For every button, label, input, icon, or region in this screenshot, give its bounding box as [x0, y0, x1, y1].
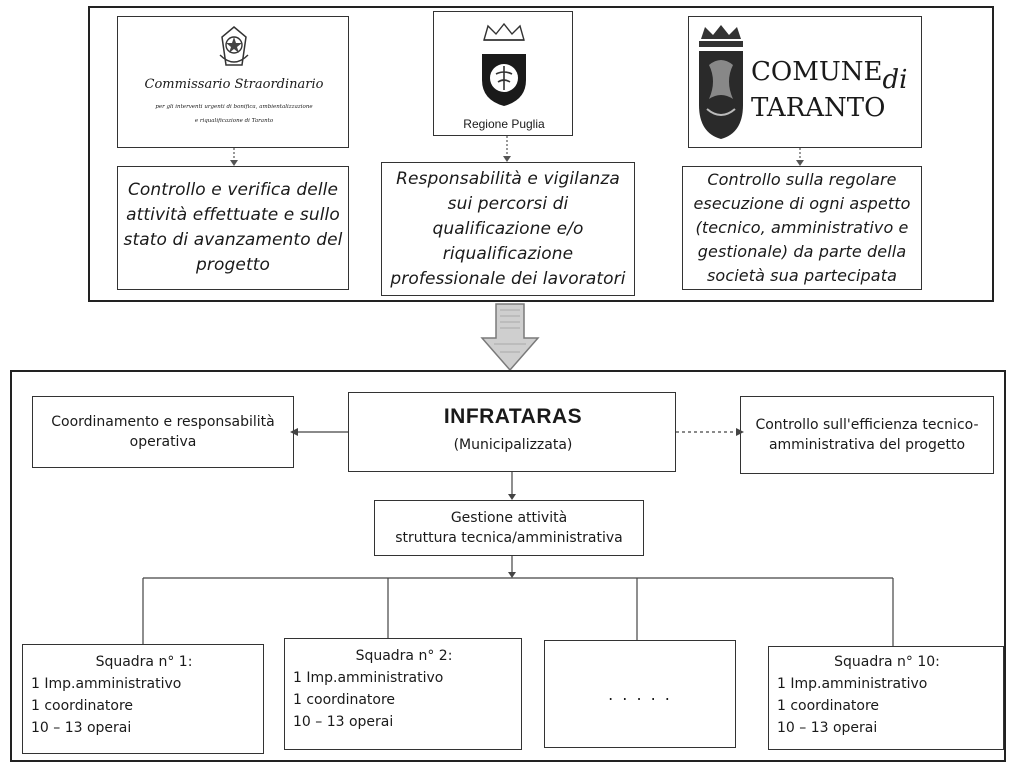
- top-authorities-frame: [88, 6, 994, 302]
- commissario-logo-subtitle-2: e riqualificazione di Taranto: [194, 118, 274, 124]
- regione-role-box: Responsabilità e vigilanza sui percorsi …: [381, 162, 635, 296]
- team-line: 10 – 13 operai: [31, 720, 132, 736]
- regione-role-text: Responsabilità e vigilanza sui percorsi …: [390, 168, 626, 289]
- coordination-box: Coordinamento e responsabilità operativa: [32, 396, 294, 468]
- commissario-role-text: Controllo e verifica delle attività effe…: [123, 180, 343, 275]
- commissario-logo-subtitle-1: per gli interventi urgenti di bonifica, …: [155, 104, 313, 110]
- comune-role-box: Controllo sulla regolare esecuzione di o…: [682, 166, 922, 290]
- commissario-role-box: Controllo e verifica delle attività effe…: [117, 166, 349, 290]
- team-ellipsis: . . . . .: [608, 684, 672, 704]
- organization-frame: [10, 370, 1006, 762]
- team-line: 1 coordinatore: [293, 692, 396, 708]
- team-line: 10 – 13 operai: [777, 720, 878, 736]
- comune-logo-line2: TARANTO: [751, 93, 886, 123]
- infrataras-title: INFRATARAS: [443, 405, 583, 428]
- infrataras-subtitle: (Municipalizzata): [453, 437, 573, 453]
- coordination-text: Coordinamento e responsabilità operativa: [51, 414, 275, 450]
- comune-logo-di: di: [882, 65, 908, 95]
- italy-emblem-icon: [219, 26, 249, 66]
- efficiency-control-box: Controllo sull'efficienza tecnico-ammini…: [740, 396, 994, 474]
- team-line: 1 Imp.amministrativo: [293, 670, 444, 686]
- team-box-ellipsis: . . . . .: [544, 640, 736, 748]
- team-title: Squadra n° 2:: [355, 648, 453, 664]
- infrataras-box: INFRATARAS (Municipalizzata): [348, 392, 676, 472]
- efficiency-control-text: Controllo sull'efficienza tecnico-ammini…: [755, 417, 979, 453]
- comune-logo-line1: COMUNEdi: [751, 57, 921, 95]
- commissario-logo-title: Commissario Straordinario: [144, 77, 324, 92]
- team-box-2: Squadra n° 2: 1 Imp.amministrativo 1 coo…: [284, 638, 522, 750]
- comune-logo-box: COMUNEdi TARANTO: [688, 16, 922, 148]
- regione-logo-box: Regione Puglia: [433, 11, 573, 136]
- regione-puglia-crown-icon: [483, 22, 525, 41]
- team-box-10: Squadra n° 10: 1 Imp.amministrativo 1 co…: [768, 646, 1004, 750]
- big-down-arrow-icon: [480, 303, 540, 372]
- taranto-crest-icon: [699, 25, 743, 139]
- team-line: 1 Imp.amministrativo: [777, 676, 928, 692]
- team-title: Squadra n° 10:: [834, 654, 940, 670]
- team-line: 1 coordinatore: [31, 698, 134, 714]
- gestione-line-1: Gestione attività: [450, 510, 568, 526]
- gestione-line-2: struttura tecnica/amministrativa: [395, 530, 623, 546]
- comune-role-text: Controllo sulla regolare esecuzione di o…: [693, 170, 911, 285]
- regione-puglia-shield-icon: [482, 54, 526, 106]
- team-box-1: Squadra n° 1: 1 Imp.amministrativo 1 coo…: [22, 644, 264, 754]
- commissario-logo-box: Commissario Straordinario per gli interv…: [117, 16, 349, 148]
- gestione-box: Gestione attività struttura tecnica/ammi…: [374, 500, 644, 556]
- comune-logo-word: COMUNE: [751, 57, 883, 87]
- team-title: Squadra n° 1:: [95, 654, 193, 670]
- team-line: 10 – 13 operai: [293, 714, 394, 730]
- regione-logo-label: Regione Puglia: [463, 117, 545, 131]
- team-line: 1 Imp.amministrativo: [31, 676, 182, 692]
- team-line: 1 coordinatore: [777, 698, 880, 714]
